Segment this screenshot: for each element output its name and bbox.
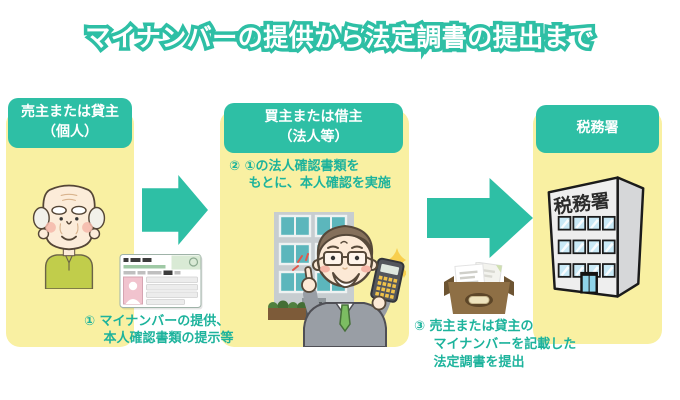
businessman-with-calculator-icon	[268, 212, 406, 347]
pointing-hand	[292, 253, 317, 293]
step1-line2: 本人確認書類の提示等	[103, 330, 234, 346]
step1-line1: ① マイナンバーの提供、	[84, 314, 230, 329]
page-title: マイナンバーの提供から法定調書の提出まで マイナンバーの提供から法定調書の提出ま…	[0, 20, 680, 56]
tax-office-building-icon: 税務署	[547, 176, 645, 298]
step1-caption: ① マイナンバーの提供、 本人確認書類の提示等	[84, 314, 234, 348]
buyer-header-line1: 買主または借主	[264, 109, 363, 126]
page-title-outline: マイナンバーの提供から法定調書の提出まで	[82, 20, 598, 56]
panel-seller-header: 売主または貸主 （個人）	[8, 98, 132, 148]
step2-line1: ② ①の法人確認書類を	[229, 159, 360, 174]
page-title-text: マイナンバーの提供から法定調書の提出まで	[85, 23, 595, 52]
planter	[268, 300, 307, 320]
step2-line2: もとに、本人確認を実施	[248, 175, 391, 191]
step3-line2: マイナンバーを記載した	[433, 336, 577, 352]
calculator-icon	[370, 257, 405, 303]
panel-tax-office-header: 税務署	[536, 105, 659, 153]
step2-caption: ② ①の法人確認書類を もとに、本人確認を実施	[229, 159, 391, 193]
step3-line3: 法定調書を提出	[433, 354, 525, 370]
seller-header-line1: 売主または貸主	[21, 104, 119, 121]
step3-caption: ③ 売主または貸主の マイナンバーを記載した 法定調書を提出	[414, 318, 576, 372]
tax-office-header-text: 税務署	[576, 120, 619, 137]
seller-header-line2: （個人）	[42, 124, 98, 140]
panel-buyer-header: 買主または借主 （法人等）	[224, 103, 403, 153]
right-arrow-icon	[427, 178, 533, 258]
right-arrow-icon	[142, 175, 208, 245]
step3-line1: ③ 売主または貸主の	[414, 319, 534, 334]
document-tray-icon	[444, 262, 514, 314]
elderly-man-icon	[32, 184, 106, 289]
buyer-header-line2: （法人等）	[278, 129, 349, 145]
my-number-card-icon	[119, 254, 203, 310]
